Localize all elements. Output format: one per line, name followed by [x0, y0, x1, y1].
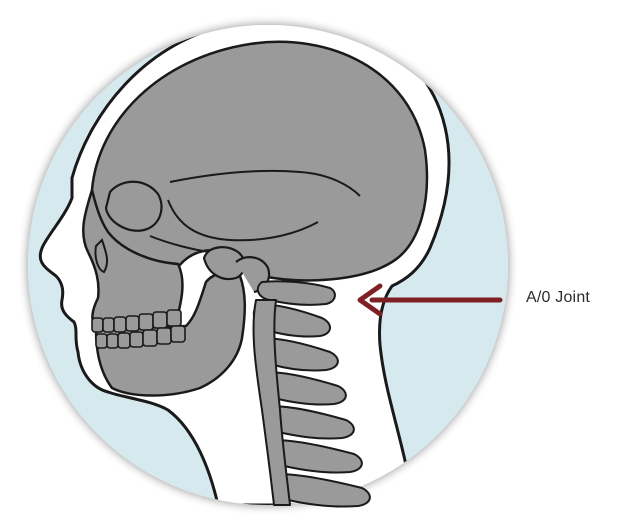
annotation-label: A/0 Joint: [526, 289, 590, 307]
